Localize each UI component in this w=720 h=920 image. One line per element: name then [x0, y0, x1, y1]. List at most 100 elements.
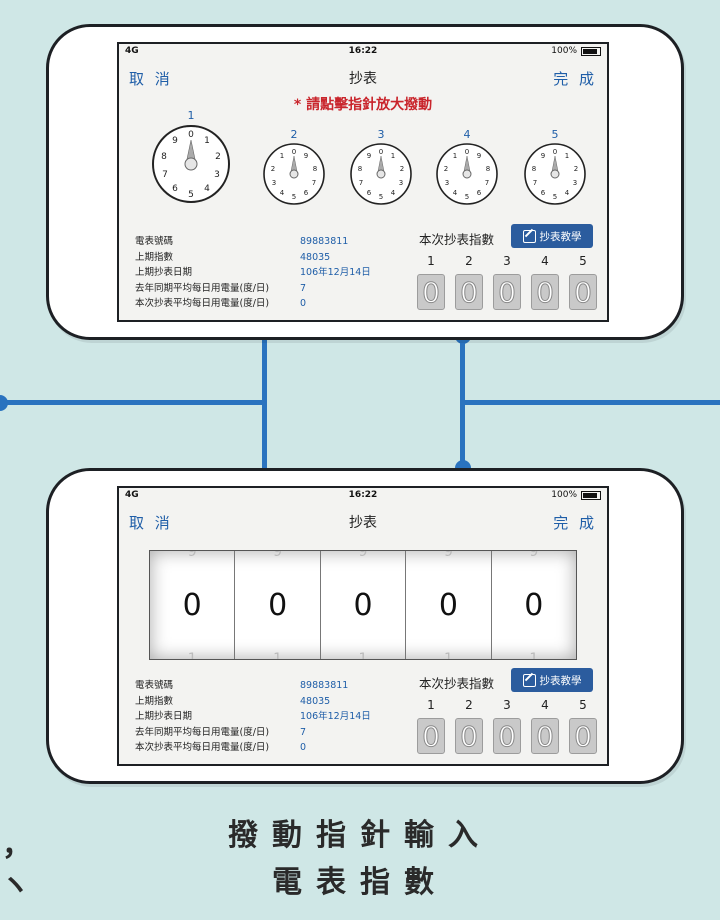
svg-text:3: 3 — [573, 179, 577, 187]
svg-text:1: 1 — [280, 152, 284, 160]
svg-text:0: 0 — [379, 148, 383, 156]
caption-line-1: 撥動指針輸入 — [228, 818, 492, 853]
page-title: 抄表 — [349, 71, 377, 87]
digit-box[interactable]: 0 — [531, 274, 559, 310]
digit-box[interactable]: 0 — [493, 274, 521, 310]
digit-box[interactable]: 0 — [493, 718, 521, 754]
status-bar: 4G 16:22 100% — [119, 488, 607, 502]
svg-text:6: 6 — [541, 189, 546, 197]
digit-box[interactable]: 0 — [569, 274, 597, 310]
dial-4-label: 4 — [464, 128, 471, 141]
connector-left-horizontal — [0, 400, 266, 405]
done-button[interactable]: 完 成 — [553, 70, 597, 88]
svg-text:8: 8 — [161, 152, 167, 162]
svg-text:2: 2 — [215, 152, 221, 162]
digit-label: 1 — [427, 698, 435, 712]
info-value: 48035 — [300, 695, 331, 707]
status-right: 100% — [551, 46, 601, 56]
info-label: 電表號碼 — [135, 236, 174, 247]
cancel-button[interactable]: 取 消 — [129, 514, 173, 532]
digit-label: 5 — [579, 698, 587, 712]
info-label: 本次抄表平均每日用電量(度/日) — [135, 298, 270, 309]
digit-labels: 1 2 3 4 5 — [417, 698, 597, 712]
edit-icon — [522, 229, 536, 243]
svg-text:9: 9 — [367, 152, 371, 160]
svg-text:6: 6 — [367, 189, 372, 197]
digit-labels: 1 2 3 4 5 — [417, 254, 597, 268]
edge-mark-bottom: ヽ — [0, 868, 30, 903]
info-label: 上期抄表日期 — [135, 711, 193, 722]
wheel-ghost-bottom: 1 — [529, 651, 539, 660]
svg-text:6: 6 — [477, 189, 482, 197]
digit-box[interactable]: 0 — [417, 718, 445, 754]
svg-text:7: 7 — [359, 179, 363, 187]
svg-text:1: 1 — [453, 152, 457, 160]
svg-text:1: 1 — [565, 152, 569, 160]
info-value: 106年12月14日 — [300, 267, 371, 278]
reading-title: 本次抄表指數 — [419, 232, 495, 247]
screen-dial: 4G 16:22 100% 取 消 抄表 完 成 * 請點擊指針放大撥動 1 0… — [117, 42, 609, 322]
svg-text:8: 8 — [532, 165, 536, 173]
signal-indicator: 4G — [125, 490, 139, 500]
info-value: 0 — [300, 742, 307, 753]
wheel-ghost-bottom: 1 — [187, 651, 197, 660]
svg-text:4: 4 — [204, 184, 210, 194]
wheel-ghost-bottom: 1 — [443, 651, 453, 660]
info-label: 上期指數 — [135, 251, 174, 263]
digit-boxes: 0 0 0 0 0 — [417, 718, 597, 754]
page-title: 抄表 — [349, 515, 377, 531]
cancel-button[interactable]: 取 消 — [129, 70, 173, 88]
svg-text:0: 0 — [465, 148, 469, 156]
digit-box[interactable]: 0 — [417, 274, 445, 310]
digit-box[interactable]: 0 — [455, 274, 483, 310]
digit-label: 4 — [541, 698, 549, 712]
done-button[interactable]: 完 成 — [553, 514, 597, 532]
digit-box[interactable]: 0 — [531, 718, 559, 754]
phone-dial-view: 4G 16:22 100% 取 消 抄表 完 成 * 請點擊指針放大撥動 1 0… — [46, 24, 684, 340]
battery-percent: 100% — [551, 490, 577, 500]
tutorial-button[interactable]: 抄表教學 — [511, 224, 593, 248]
info-value: 106年12月14日 — [300, 711, 371, 722]
nav-bar: 取 消 抄表 完 成 — [119, 512, 607, 534]
digit-box[interactable]: 0 — [569, 718, 597, 754]
svg-text:2: 2 — [574, 165, 578, 173]
digit-box[interactable]: 0 — [455, 718, 483, 754]
svg-text:8: 8 — [486, 165, 490, 173]
battery-icon — [581, 46, 601, 56]
info-row: 去年同期平均每日用電量(度/日)7 — [135, 725, 371, 741]
status-time: 16:22 — [348, 46, 378, 56]
tutorial-button[interactable]: 抄表教學 — [511, 668, 593, 692]
wheel-ghost-top: 9 — [273, 550, 283, 560]
svg-text:3: 3 — [445, 179, 449, 187]
info-row: 去年同期平均每日用電量(度/日)7 — [135, 281, 371, 297]
wheel-ghost-bottom: 1 — [358, 651, 368, 660]
svg-text:4: 4 — [391, 189, 396, 197]
dial-5-label: 5 — [552, 128, 559, 141]
svg-text:2: 2 — [444, 165, 448, 173]
info-value: 89883811 — [300, 680, 349, 691]
connector-right-horizontal — [462, 400, 720, 405]
info-label: 去年同期平均每日用電量(度/日) — [135, 282, 270, 294]
tutorial-label: 抄表教學 — [539, 230, 582, 243]
svg-text:8: 8 — [358, 165, 362, 173]
digit-label: 3 — [503, 698, 511, 712]
wheel-digit: 0 — [524, 587, 544, 623]
battery-icon — [581, 490, 601, 500]
